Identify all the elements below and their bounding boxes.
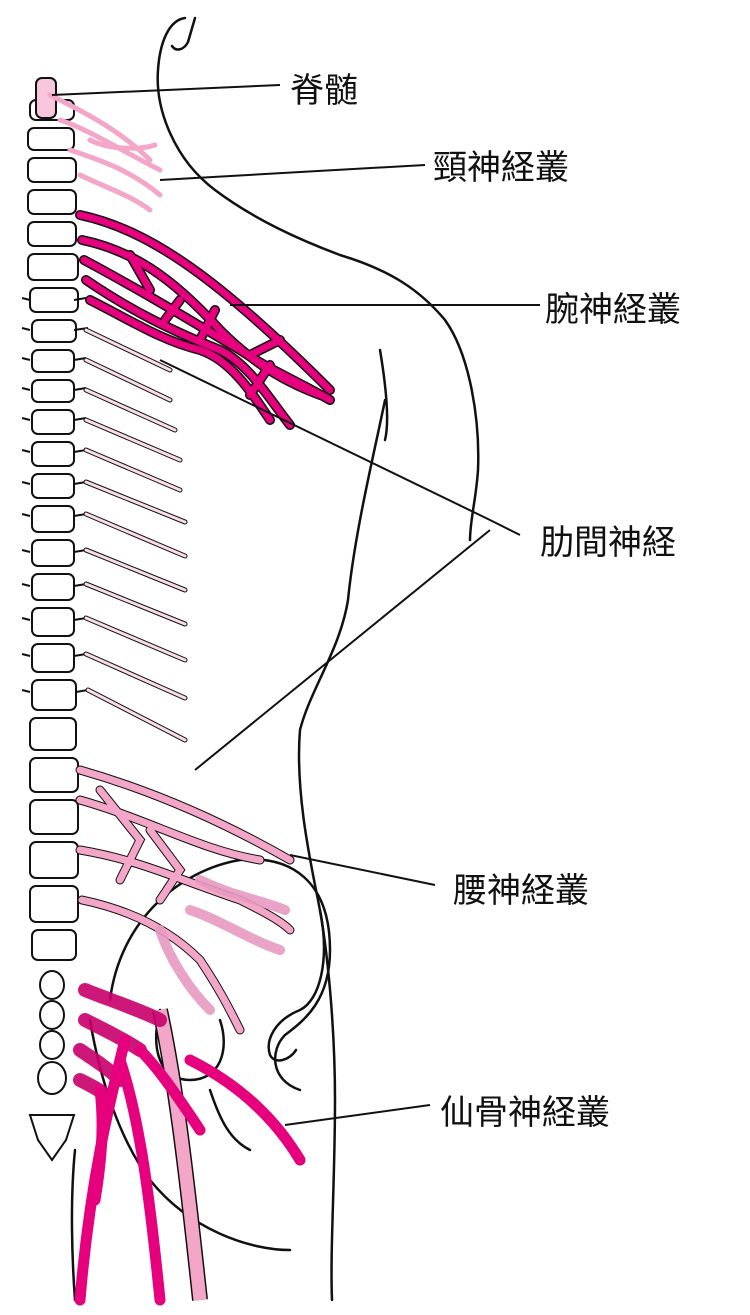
lumbar-plexus-nerves [75, 765, 295, 1035]
label-intercostal-nerves: 肋間神経 [540, 523, 676, 563]
femoral-nerve-fill [153, 1008, 207, 1301]
spinal-column [27, 99, 79, 1162]
transverse-processes [21, 297, 89, 693]
intercostal-nerves [83, 327, 188, 743]
label-cervical-plexus: 頸神経叢 [433, 148, 569, 188]
label-spinal-cord: 脊髄 [290, 71, 358, 111]
leader-lines [51, 84, 540, 1126]
brachial-plexus-nerves [75, 210, 335, 430]
cervical-plexus-nerves [47, 92, 163, 213]
label-lumbar-plexus: 腰神経叢 [453, 871, 589, 911]
label-sacral-plexus: 仙骨神経叢 [440, 1093, 610, 1133]
label-brachial-plexus: 腕神経叢 [545, 290, 681, 330]
sacral-plexus-nerves [73, 983, 306, 1306]
